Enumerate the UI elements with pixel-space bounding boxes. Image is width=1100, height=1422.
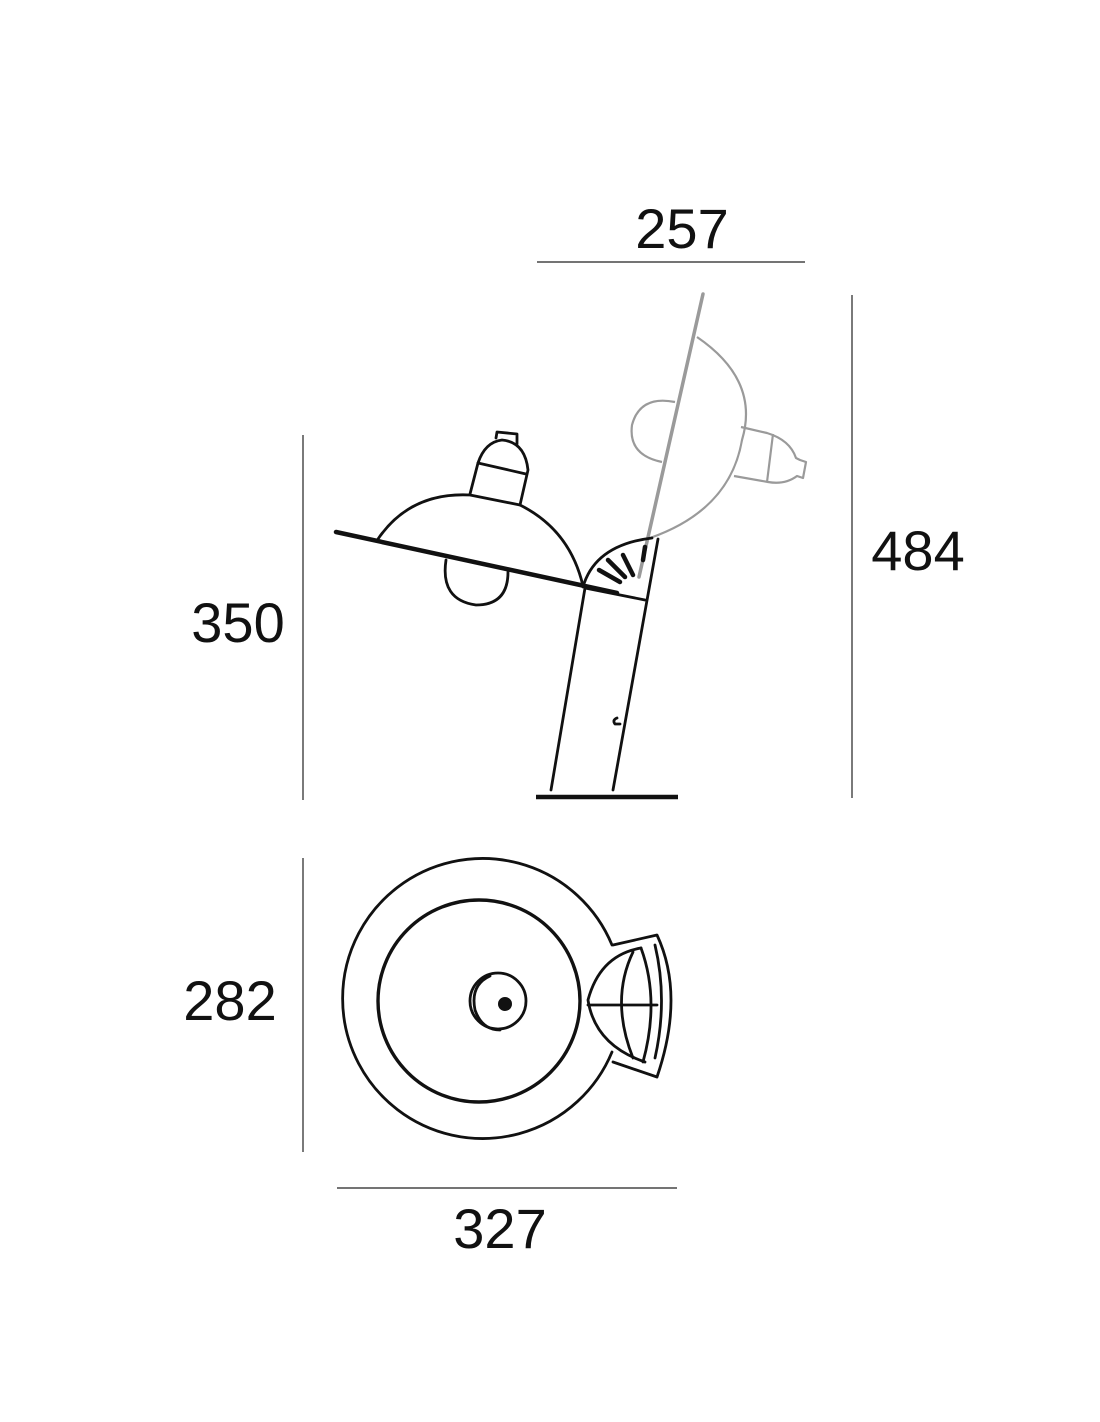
outer-base-circle <box>341 857 614 1140</box>
lamp-shade-raised-position <box>630 292 808 579</box>
socket-center-dot <box>498 997 512 1011</box>
lamp-side-view <box>333 430 678 800</box>
dimension-base-width: 327 <box>337 1187 677 1260</box>
socket-grey <box>733 425 808 484</box>
dimension-label-282: 282 <box>183 969 276 1032</box>
dimension-label-327: 327 <box>453 1197 546 1260</box>
dimension-label-350: 350 <box>191 591 284 654</box>
head-top-view <box>586 933 673 1079</box>
socket <box>468 438 530 507</box>
shade-rim-grey <box>637 292 705 579</box>
hinge-ticks <box>596 544 648 585</box>
lamp-top-view <box>341 857 673 1140</box>
dimension-lamp-height: 350 <box>191 435 304 800</box>
inner-shade-circle <box>376 898 582 1104</box>
socket-circle <box>468 971 528 1031</box>
dimension-label-257: 257 <box>635 197 728 260</box>
dimension-base-depth: 282 <box>183 858 304 1152</box>
hinge-arc <box>581 536 654 589</box>
socket-cap <box>494 430 519 446</box>
shade-dome <box>376 493 585 588</box>
switch <box>612 716 622 726</box>
dimension-label-484: 484 <box>871 519 964 582</box>
shade-rim <box>333 529 620 596</box>
dimension-width-top: 257 <box>537 197 805 263</box>
bulb <box>443 558 510 607</box>
stem-right <box>611 537 660 792</box>
shade-dome-grey <box>649 336 748 540</box>
bulb-grey <box>630 399 676 464</box>
dimension-total-height: 484 <box>851 295 965 798</box>
stem-left <box>549 586 587 792</box>
